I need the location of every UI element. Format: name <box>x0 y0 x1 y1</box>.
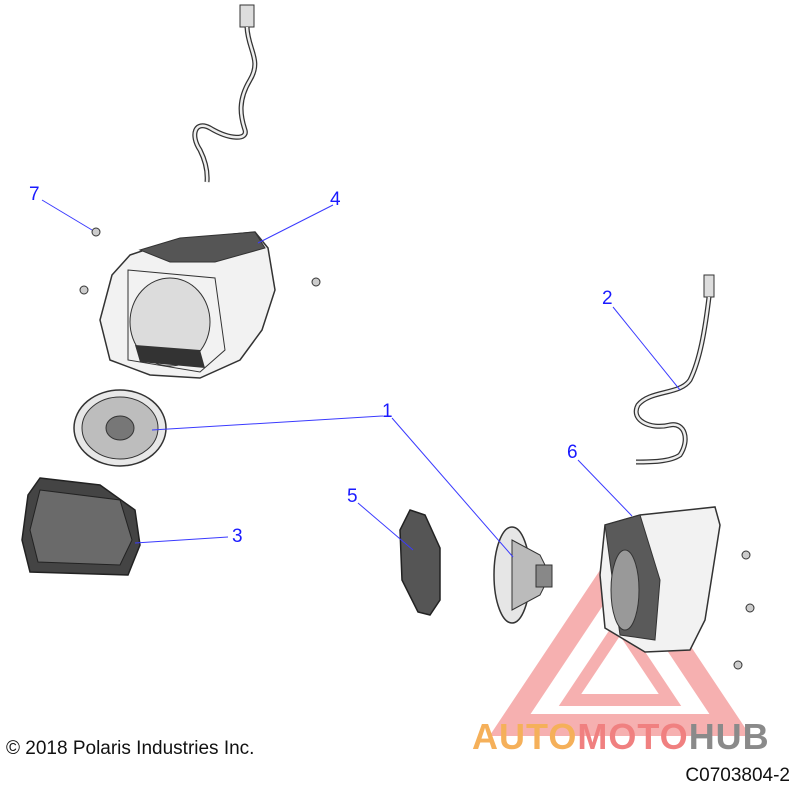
callout-1: 1 <box>382 401 393 422</box>
watermark-logo: AUTOMOTOHUB <box>472 716 770 758</box>
callout-5: 5 <box>347 486 358 507</box>
speaker-grille-left <box>21 477 141 576</box>
copyright-text: © 2018 Polaris Industries Inc. <box>6 738 255 759</box>
wire-harness-right <box>633 274 715 465</box>
callout-3: 3 <box>232 526 243 547</box>
diagram-code: C0703804-2 <box>685 765 790 786</box>
callout-labels: 1 2 3 4 5 6 7 <box>29 184 613 547</box>
callout-7: 7 <box>29 184 40 205</box>
leader-lines <box>41 199 681 558</box>
callout-4: 4 <box>330 189 341 210</box>
watermark-hub: HUB <box>688 716 770 757</box>
callout-6: 6 <box>567 442 578 463</box>
speaker-pod-right <box>599 506 721 653</box>
bolt-icons <box>79 227 755 670</box>
watermark-auto: AUTO <box>472 716 578 757</box>
callout-2: 2 <box>602 288 613 309</box>
speaker-pod-left <box>99 231 276 379</box>
watermark-moto: MOTO <box>577 716 689 757</box>
speaker-grille-right <box>399 509 441 616</box>
wire-harness-top <box>192 4 258 183</box>
speaker-right <box>493 526 553 624</box>
speaker-left <box>73 389 167 467</box>
